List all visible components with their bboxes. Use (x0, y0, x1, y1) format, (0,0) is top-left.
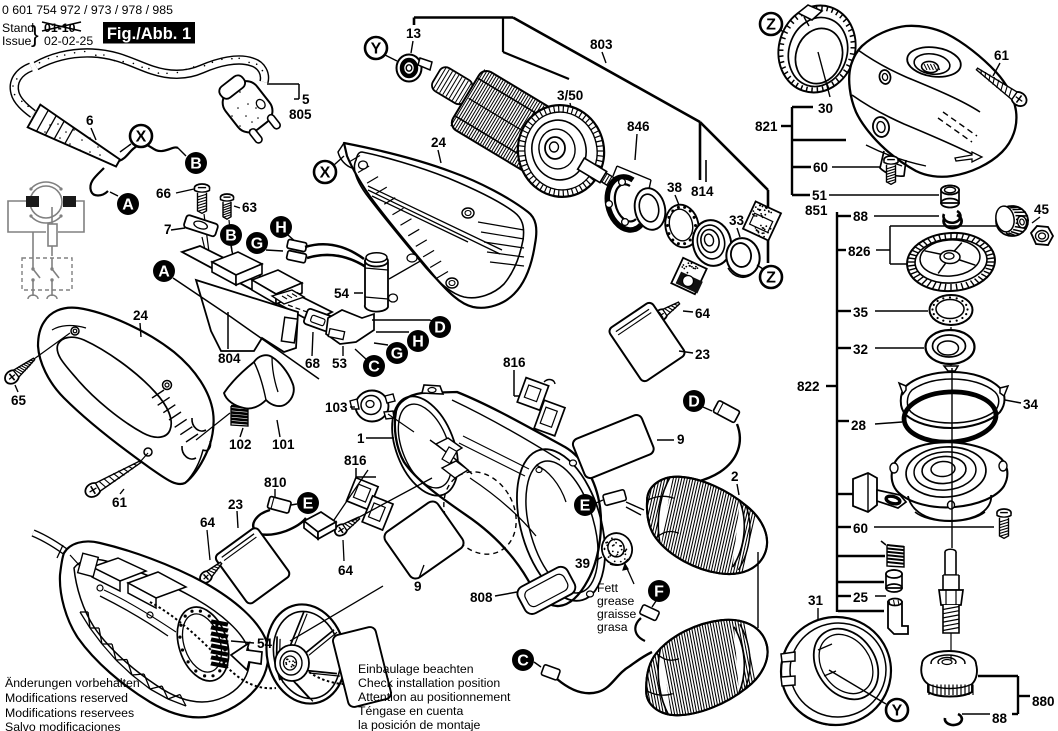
svg-text:808: 808 (470, 590, 493, 605)
svg-text:}: } (31, 21, 39, 47)
svg-text:822: 822 (797, 379, 820, 394)
svg-text:88: 88 (992, 711, 1008, 726)
svg-text:31: 31 (808, 593, 824, 608)
svg-text:5: 5 (302, 92, 310, 107)
svg-text:1: 1 (357, 431, 365, 446)
svg-text:H: H (275, 220, 287, 237)
svg-text:Modifications reserved: Modifications reserved (5, 691, 128, 705)
svg-text:D: D (434, 320, 446, 337)
svg-text:64: 64 (695, 306, 711, 321)
svg-text:32: 32 (853, 342, 868, 357)
svg-text:7: 7 (164, 222, 172, 237)
svg-text:02-02-25: 02-02-25 (44, 34, 93, 48)
svg-text:30: 30 (818, 101, 833, 116)
svg-text:grasa: grasa (597, 620, 628, 634)
svg-text:B: B (190, 156, 202, 173)
svg-text:38: 38 (667, 180, 683, 195)
svg-text:2: 2 (731, 469, 739, 484)
svg-text:101: 101 (272, 437, 295, 452)
svg-text:Änderungen vorbehalten: Änderungen vorbehalten (5, 676, 140, 690)
svg-text:816: 816 (503, 355, 526, 370)
svg-text:24: 24 (431, 135, 447, 150)
svg-text:3/50: 3/50 (557, 88, 583, 103)
svg-text:24: 24 (133, 308, 149, 323)
svg-text:Issue: Issue (2, 34, 32, 48)
svg-text:102: 102 (229, 437, 252, 452)
svg-text:805: 805 (289, 107, 312, 122)
svg-text:65: 65 (11, 393, 27, 408)
svg-text:0 601 754 972 / 973 / 978 / 98: 0 601 754 972 / 973 / 978 / 985 (2, 3, 173, 17)
svg-text:Y: Y (371, 41, 382, 58)
svg-text:35: 35 (853, 305, 869, 320)
svg-text:A: A (122, 197, 134, 214)
svg-text:X: X (320, 165, 331, 182)
svg-text:Modifications reservees: Modifications reservees (5, 706, 134, 720)
svg-text:803: 803 (590, 37, 613, 52)
svg-text:63: 63 (242, 200, 258, 215)
svg-text:66: 66 (156, 186, 172, 201)
svg-text:64: 64 (200, 515, 216, 530)
svg-text:39: 39 (575, 556, 590, 571)
svg-text:846: 846 (627, 119, 650, 134)
svg-text:64: 64 (338, 563, 354, 578)
svg-text:880: 880 (1032, 694, 1055, 709)
svg-text:88: 88 (853, 209, 869, 224)
svg-text:E: E (580, 498, 591, 515)
svg-text:61: 61 (112, 495, 128, 510)
svg-text:Z: Z (766, 17, 776, 34)
svg-text:54: 54 (257, 636, 273, 651)
svg-text:103: 103 (325, 400, 348, 415)
svg-text:33: 33 (729, 213, 745, 228)
svg-text:34: 34 (1023, 397, 1039, 412)
svg-text:23: 23 (695, 347, 711, 362)
svg-text:816: 816 (344, 453, 367, 468)
svg-text:23: 23 (228, 497, 244, 512)
svg-text:Fig./Abb. 1: Fig./Abb. 1 (107, 25, 191, 43)
svg-text:25: 25 (853, 590, 869, 605)
svg-text:826: 826 (848, 244, 871, 259)
svg-text:Check installation position: Check installation position (358, 676, 500, 690)
svg-text:804: 804 (218, 351, 241, 366)
svg-text:Einbaulage beachten: Einbaulage beachten (358, 662, 474, 676)
svg-text:grease: grease (597, 594, 634, 608)
svg-text:F: F (654, 584, 664, 601)
svg-text:Fett: Fett (597, 581, 619, 595)
svg-text:D: D (688, 394, 700, 411)
svg-text:45: 45 (1034, 202, 1050, 217)
svg-text:60: 60 (853, 521, 868, 536)
svg-text:Attention au positionnement: Attention au positionnement (358, 690, 511, 704)
svg-text:61: 61 (994, 48, 1010, 63)
svg-text:9: 9 (414, 579, 422, 594)
svg-text:54: 54 (334, 286, 350, 301)
svg-text:60: 60 (813, 160, 828, 175)
svg-text:Z: Z (766, 270, 776, 287)
svg-text:G: G (251, 236, 263, 253)
svg-text:68: 68 (305, 356, 321, 371)
svg-text:Salvo modificaciones: Salvo modificaciones (5, 720, 121, 731)
svg-text:C: C (517, 653, 529, 670)
svg-text:H: H (412, 334, 424, 351)
svg-text:G: G (391, 346, 403, 363)
svg-text:810: 810 (264, 475, 287, 490)
svg-text:E: E (303, 496, 314, 513)
svg-text:821: 821 (755, 119, 778, 134)
svg-text:C: C (368, 359, 380, 376)
svg-text:9: 9 (677, 432, 685, 447)
svg-text:Stand: Stand (2, 21, 34, 35)
svg-text:A: A (158, 264, 170, 281)
svg-text:X: X (136, 129, 147, 146)
svg-text:851: 851 (805, 203, 828, 218)
svg-text:B: B (225, 228, 237, 245)
svg-text:13: 13 (406, 26, 422, 41)
svg-text:Téngase en cuenta: Téngase en cuenta (358, 704, 463, 718)
svg-text:51: 51 (812, 188, 828, 203)
svg-text:6: 6 (86, 113, 94, 128)
svg-text:28: 28 (851, 418, 867, 433)
svg-text:Y: Y (892, 703, 903, 720)
svg-text:814: 814 (691, 184, 714, 199)
svg-text:graisse: graisse (597, 607, 637, 621)
svg-text:53: 53 (332, 356, 348, 371)
svg-text:la posición de montaje: la posición de montaje (358, 718, 481, 731)
